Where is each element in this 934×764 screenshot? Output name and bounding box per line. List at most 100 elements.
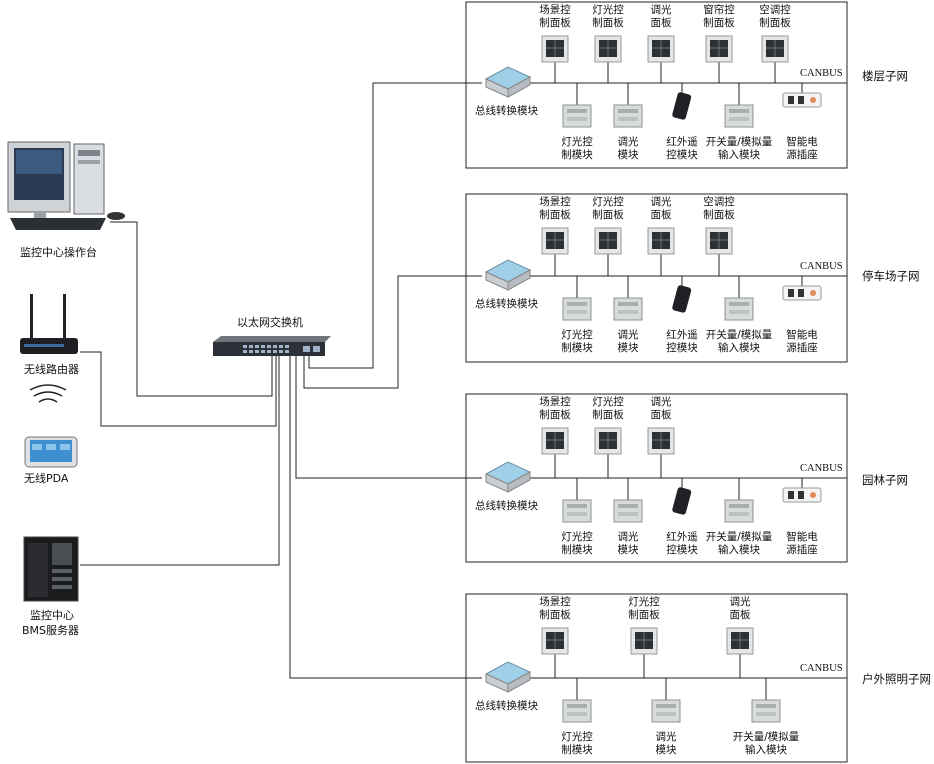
module-label: 开关量/模拟量输入模块 <box>732 731 800 756</box>
control-panel-icon <box>541 427 569 455</box>
control-panel-icon <box>630 627 658 655</box>
console-label: 监控中心操作台 <box>20 246 97 259</box>
pda-device <box>24 436 78 468</box>
module-icon <box>724 297 754 321</box>
module-label: 灯光控制模块 <box>561 731 593 756</box>
canbus-label: CANBUS <box>800 261 843 272</box>
control-panel-icon <box>726 627 754 655</box>
server-icon <box>23 536 79 602</box>
module-icon <box>562 297 592 321</box>
module-label: 调光模块 <box>617 136 639 161</box>
module-icon <box>782 92 822 108</box>
subnet-2 <box>465 193 848 363</box>
module-icon <box>562 699 592 723</box>
panel-label: 空调控制面板 <box>759 4 791 29</box>
canbus-label: CANBUS <box>800 463 843 474</box>
subnet-name: 停车场子网 <box>862 269 920 283</box>
subnet-4 <box>465 593 848 763</box>
router-device <box>18 292 84 358</box>
module-label: 灯光控制模块 <box>561 136 593 161</box>
pda-icon <box>24 436 78 468</box>
panel-label: 灯光控制面板 <box>592 196 624 221</box>
module-icon <box>613 104 643 128</box>
console-device <box>6 136 130 240</box>
panel-label: 调光面板 <box>650 196 672 221</box>
panel-label: 调光面板 <box>650 4 672 29</box>
switch-label: 以太网交换机 <box>237 316 303 329</box>
module-label: 红外遥控模块 <box>666 136 698 161</box>
panel-label: 灯光控制面板 <box>628 596 660 621</box>
wire-subnet-4 <box>289 355 482 679</box>
panel-label: 窗帘控制面板 <box>703 4 735 29</box>
converter-label: 总线转换模块 <box>475 105 538 117</box>
module-label: 智能电源插座 <box>786 136 818 161</box>
server-label-line2: BMS服务器 <box>22 624 80 637</box>
canbus-label: CANBUS <box>800 68 843 79</box>
module-label: 红外遥控模块 <box>666 531 698 556</box>
module-label: 智能电源插座 <box>786 531 818 556</box>
control-panel-icon <box>541 35 569 63</box>
subnet-1 <box>465 1 848 169</box>
router-icon <box>20 294 78 354</box>
panel-label: 场景控制面板 <box>539 596 571 621</box>
panel-label: 场景控制面板 <box>539 4 571 29</box>
converter-label: 总线转换模块 <box>475 298 538 310</box>
module-icon <box>613 297 643 321</box>
bus-converter-icon <box>484 259 532 291</box>
panel-label: 场景控制面板 <box>539 396 571 421</box>
control-panel-icon <box>647 227 675 255</box>
computer-icon <box>7 141 125 230</box>
panel-label: 调光面板 <box>650 396 672 421</box>
subnet-name: 园林子网 <box>862 473 908 487</box>
module-label: 开关量/模拟量输入模块 <box>705 531 773 556</box>
converter-label: 总线转换模块 <box>475 700 538 712</box>
control-panel-icon <box>705 35 733 63</box>
module-label: 调光模块 <box>617 531 639 556</box>
control-panel-icon <box>705 227 733 255</box>
module-icon <box>724 104 754 128</box>
bus-converter-icon <box>484 66 532 98</box>
control-panel-icon <box>594 35 622 63</box>
wire-router <box>80 351 277 427</box>
ethernet-switch <box>213 336 331 356</box>
subnet-name: 户外照明子网 <box>862 672 931 686</box>
panel-label: 调光面板 <box>729 596 751 621</box>
bus-converter-icon <box>484 661 532 693</box>
control-panel-icon <box>594 427 622 455</box>
module-icon <box>651 699 681 723</box>
panel-label: 空调控制面板 <box>703 196 735 221</box>
module-icon <box>562 499 592 523</box>
subnet-frame <box>465 193 848 363</box>
module-icon <box>724 499 754 523</box>
canbus-label: CANBUS <box>800 663 843 674</box>
module-label: 智能电源插座 <box>786 329 818 354</box>
router-label: 无线路由器 <box>24 363 79 376</box>
wire-console <box>110 221 273 397</box>
control-panel-icon <box>647 35 675 63</box>
module-label: 调光模块 <box>617 329 639 354</box>
control-panel-icon <box>594 227 622 255</box>
module-label: 开关量/模拟量输入模块 <box>705 136 773 161</box>
panel-label: 灯光控制面板 <box>592 396 624 421</box>
wire-subnet-1 <box>308 82 482 369</box>
module-icon <box>672 285 692 313</box>
module-icon <box>672 92 692 120</box>
control-panel-icon <box>761 35 789 63</box>
subnet-3 <box>465 393 848 563</box>
module-label: 红外遥控模块 <box>666 329 698 354</box>
subnet-frame <box>465 1 848 169</box>
converter-label: 总线转换模块 <box>475 500 538 512</box>
wire-server <box>80 355 280 566</box>
panel-label: 场景控制面板 <box>539 196 571 221</box>
pda-label: 无线PDA <box>24 472 69 485</box>
module-label: 开关量/模拟量输入模块 <box>705 329 773 354</box>
server-label-line1: 监控中心 <box>30 609 74 622</box>
module-icon <box>751 699 781 723</box>
control-panel-icon <box>541 627 569 655</box>
module-label: 灯光控制模块 <box>561 531 593 556</box>
server-device <box>22 535 80 603</box>
control-panel-icon <box>541 227 569 255</box>
bus-converter-icon <box>484 461 532 493</box>
